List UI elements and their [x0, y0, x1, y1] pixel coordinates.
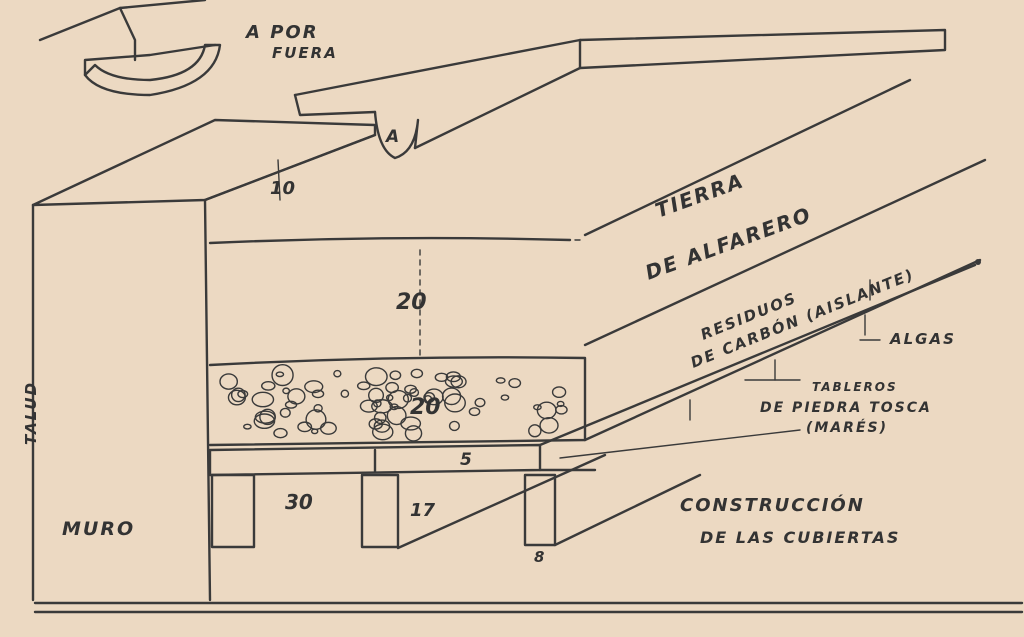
pebble: [243, 423, 252, 430]
pebble: [536, 401, 557, 420]
pebble: [333, 369, 342, 378]
pebble: [410, 368, 424, 379]
title-line-2: DE LAS CUBIERTAS: [700, 528, 901, 547]
pebble: [386, 405, 407, 426]
pebble: [450, 375, 467, 389]
pebble: [555, 404, 568, 415]
label-muro: MURO: [62, 518, 136, 540]
coal-slope-line: [583, 158, 987, 347]
dim-20: 20: [396, 290, 427, 315]
dim-5: 5: [460, 450, 472, 470]
pebble: [313, 404, 323, 413]
slab-layer: [208, 258, 982, 477]
pebble: [445, 371, 462, 383]
label-a-por: A POR: [246, 22, 319, 43]
pebble: [273, 427, 288, 439]
pebble: [297, 421, 313, 433]
label-piedra: DE PIEDRA TOSCA: [760, 400, 932, 416]
pebble: [284, 400, 298, 409]
pebble: [275, 371, 285, 378]
pebble: [230, 387, 246, 403]
pebble: [528, 424, 542, 438]
pebble: [448, 420, 460, 432]
pebble: [495, 377, 506, 384]
pebble: [371, 399, 393, 414]
pebble: [371, 423, 394, 441]
joist-3: [523, 473, 557, 547]
joist-1: [210, 473, 256, 549]
earth-top-line: [208, 236, 572, 245]
pebble: [508, 377, 522, 389]
label-tableros: TABLEROS: [812, 380, 898, 394]
pebble: [340, 389, 350, 398]
dim-20-rubble: 20: [410, 395, 441, 420]
pebble: [500, 394, 510, 401]
pebble: [404, 384, 418, 394]
label-algas: ALGAS: [890, 330, 956, 348]
parapet-cornice: [293, 28, 947, 160]
wall-block: [31, 118, 377, 602]
label-fuera: FUERA: [272, 44, 338, 62]
bottom-rule: [33, 601, 1024, 614]
pebble: [423, 394, 433, 404]
leader-lines: [559, 279, 881, 459]
rubble-layer: [208, 356, 587, 447]
pebble: [387, 389, 410, 410]
dim-17: 17: [410, 500, 436, 521]
pebble: [219, 373, 239, 390]
pebble: [444, 375, 464, 388]
pebble: [556, 400, 565, 408]
pebble: [364, 367, 388, 387]
pebble: [356, 381, 371, 391]
pebble: [409, 387, 420, 398]
pebble: [279, 407, 291, 418]
pebble: [260, 380, 276, 391]
pebble: [304, 380, 324, 394]
pebble: [359, 399, 378, 413]
pebble: [368, 387, 385, 404]
pebble: [251, 391, 275, 408]
title-line-1: CONSTRUCCIÓN: [680, 495, 865, 516]
dim-8: 8: [534, 548, 545, 566]
gutter-detail: [38, 0, 222, 97]
joist-2: [360, 473, 400, 549]
pebble: [389, 370, 402, 381]
pebble: [539, 416, 559, 434]
pebble: [310, 428, 319, 435]
pebble: [319, 421, 337, 435]
earth-slope-line: [583, 78, 912, 237]
dim-30: 30: [285, 490, 313, 514]
label-a-mark: A: [386, 127, 402, 147]
dim-10: 10: [270, 178, 296, 199]
pebble: [305, 409, 327, 430]
pebble: [444, 393, 466, 413]
pebble: [282, 387, 291, 395]
pebble: [468, 407, 481, 417]
joists: [210, 453, 702, 550]
slope-end-dot: [975, 259, 981, 265]
pebble: [271, 364, 294, 387]
pebble: [474, 397, 486, 408]
pebble: [311, 389, 325, 399]
pebble: [404, 425, 423, 442]
pebble: [551, 386, 567, 399]
label-talud: TALUD: [22, 380, 40, 445]
pebble: [373, 411, 387, 425]
pebble: [441, 387, 462, 406]
pebble: [259, 408, 276, 426]
label-mares: (MARÉS): [806, 420, 888, 436]
pebble: [385, 381, 400, 394]
